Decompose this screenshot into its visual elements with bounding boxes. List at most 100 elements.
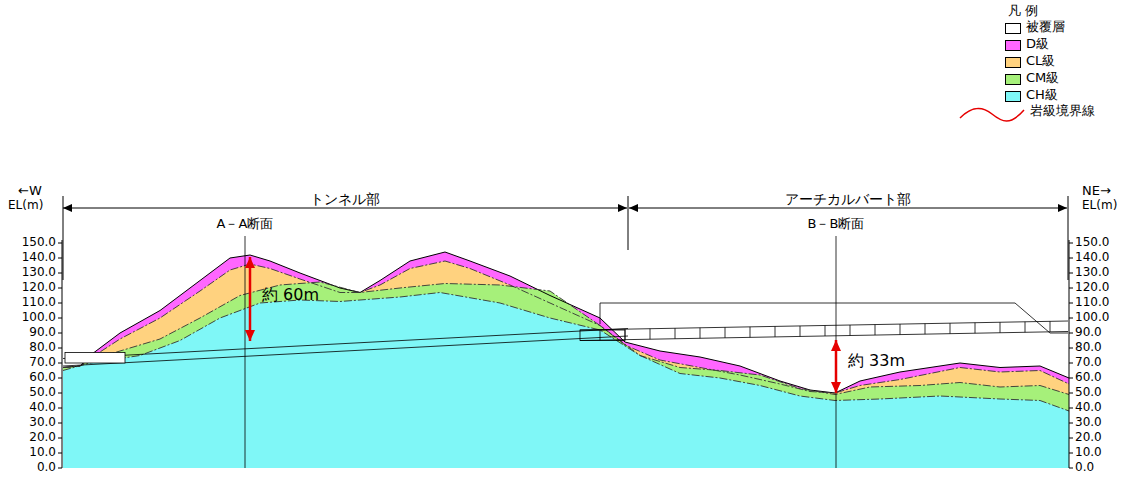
axis-value: 20.0 <box>29 431 56 445</box>
axis-title: EL(m) <box>8 199 43 213</box>
culvert-joint <box>750 327 751 338</box>
axis-tick <box>58 468 62 469</box>
section-label: B－B断面 <box>808 217 865 232</box>
axis-tick <box>1069 438 1073 439</box>
axis-value: 150.0 <box>1075 236 1109 250</box>
axis-value: 40.0 <box>1075 401 1102 415</box>
axis-value: 150.0 <box>22 236 56 250</box>
legend-text: 被覆層 <box>1026 20 1065 35</box>
extent-arrow <box>629 208 1067 209</box>
culvert-joint <box>725 327 726 338</box>
axis-tick <box>58 273 62 274</box>
rock-class-boundary <box>63 282 1069 395</box>
axis-tick <box>58 453 62 454</box>
section-name: アーチカルバート部 <box>785 191 911 207</box>
legend-text: 岩級境界線 <box>1030 104 1095 119</box>
axis-tick <box>1069 393 1073 394</box>
axis-tick <box>58 408 62 409</box>
portal <box>65 353 125 364</box>
axis-tick <box>1069 273 1073 274</box>
axis-tick <box>1069 363 1073 364</box>
axis-tick <box>58 318 62 319</box>
axis-tick <box>1069 303 1073 304</box>
axis-tick <box>58 393 62 394</box>
culvert-line <box>580 332 1068 341</box>
embankment-outline <box>600 303 1068 333</box>
axis-value: 10.0 <box>29 446 56 460</box>
axis-value: 130.0 <box>1075 266 1109 280</box>
axis-tick <box>1069 453 1073 454</box>
axis-value: 60.0 <box>29 371 56 385</box>
culvert-joint <box>700 328 701 339</box>
axis-value: 80.0 <box>29 341 56 355</box>
axis-tick <box>58 258 62 259</box>
legend-text: D級 <box>1026 37 1049 52</box>
axis-tick <box>1069 243 1073 244</box>
axis-value: 0.0 <box>37 461 56 475</box>
axis-value: 120.0 <box>1075 281 1109 295</box>
culvert-joint <box>900 324 901 335</box>
axis-value: 110.0 <box>1075 296 1109 310</box>
axis-value: 130.0 <box>22 266 56 280</box>
axis-line <box>62 240 63 468</box>
legend-swatch <box>1005 57 1021 68</box>
rock-class-boundary <box>63 293 1069 412</box>
culvert-joint <box>1025 322 1026 333</box>
culvert-joint <box>650 329 651 340</box>
boundary-line-sample <box>960 108 1024 121</box>
culvert-joint <box>950 323 951 334</box>
axis-line <box>1069 240 1070 468</box>
culvert-joint <box>800 326 801 337</box>
axis-value: 120.0 <box>22 281 56 295</box>
axis-value: 80.0 <box>1075 341 1102 355</box>
rock-class-zone <box>63 293 1069 469</box>
extent-tick <box>1068 196 1069 280</box>
ground-surface <box>63 252 1069 393</box>
axis-title: EL(m) <box>1082 199 1117 213</box>
culvert-joint <box>675 328 676 339</box>
culvert-joint <box>850 325 851 336</box>
axis-tick <box>1069 468 1073 469</box>
axis-tick <box>1069 423 1073 424</box>
extent-tick <box>63 196 64 280</box>
axis-tick <box>1069 348 1073 349</box>
axis-tick <box>58 333 62 334</box>
culvert-line <box>580 321 1068 330</box>
legend-title: 凡 例 <box>1008 4 1038 19</box>
axis-value: 50.0 <box>29 386 56 400</box>
culvert-joint <box>975 323 976 334</box>
axis-tick <box>58 288 62 289</box>
culvert-joint <box>775 326 776 337</box>
axis-value: 30.0 <box>29 416 56 430</box>
axis-tick <box>1069 318 1073 319</box>
legend-text: CH級 <box>1026 88 1058 103</box>
culvert-joint <box>825 325 826 336</box>
depth-arrow <box>249 257 252 341</box>
tunnel-line <box>63 336 628 366</box>
axis-tick <box>58 378 62 379</box>
axis-value: 100.0 <box>1075 311 1109 325</box>
portal <box>580 330 625 341</box>
tunnel-line <box>63 329 628 359</box>
legend-text: CM級 <box>1026 71 1059 86</box>
culvert-joint <box>925 324 926 335</box>
axis-value: 20.0 <box>1075 431 1102 445</box>
axis-tick <box>58 438 62 439</box>
section-line <box>245 236 246 468</box>
culvert-joint <box>625 329 626 340</box>
legend-swatch <box>1005 23 1021 34</box>
extent-arrow <box>63 208 627 209</box>
axis-tick <box>1069 378 1073 379</box>
dir: ←W <box>18 184 42 199</box>
legend-text: CL級 <box>1026 54 1055 69</box>
axis-tick <box>58 303 62 304</box>
legend-swatch <box>1005 91 1021 102</box>
axis-value: 90.0 <box>29 326 56 340</box>
axis-tick <box>1069 408 1073 409</box>
axis-tick <box>58 243 62 244</box>
rock-class-boundary <box>63 261 1069 393</box>
axis-value: 100.0 <box>22 311 56 325</box>
axis-value: 110.0 <box>22 296 56 310</box>
culvert-joint <box>875 325 876 336</box>
culvert-joint <box>600 330 601 341</box>
